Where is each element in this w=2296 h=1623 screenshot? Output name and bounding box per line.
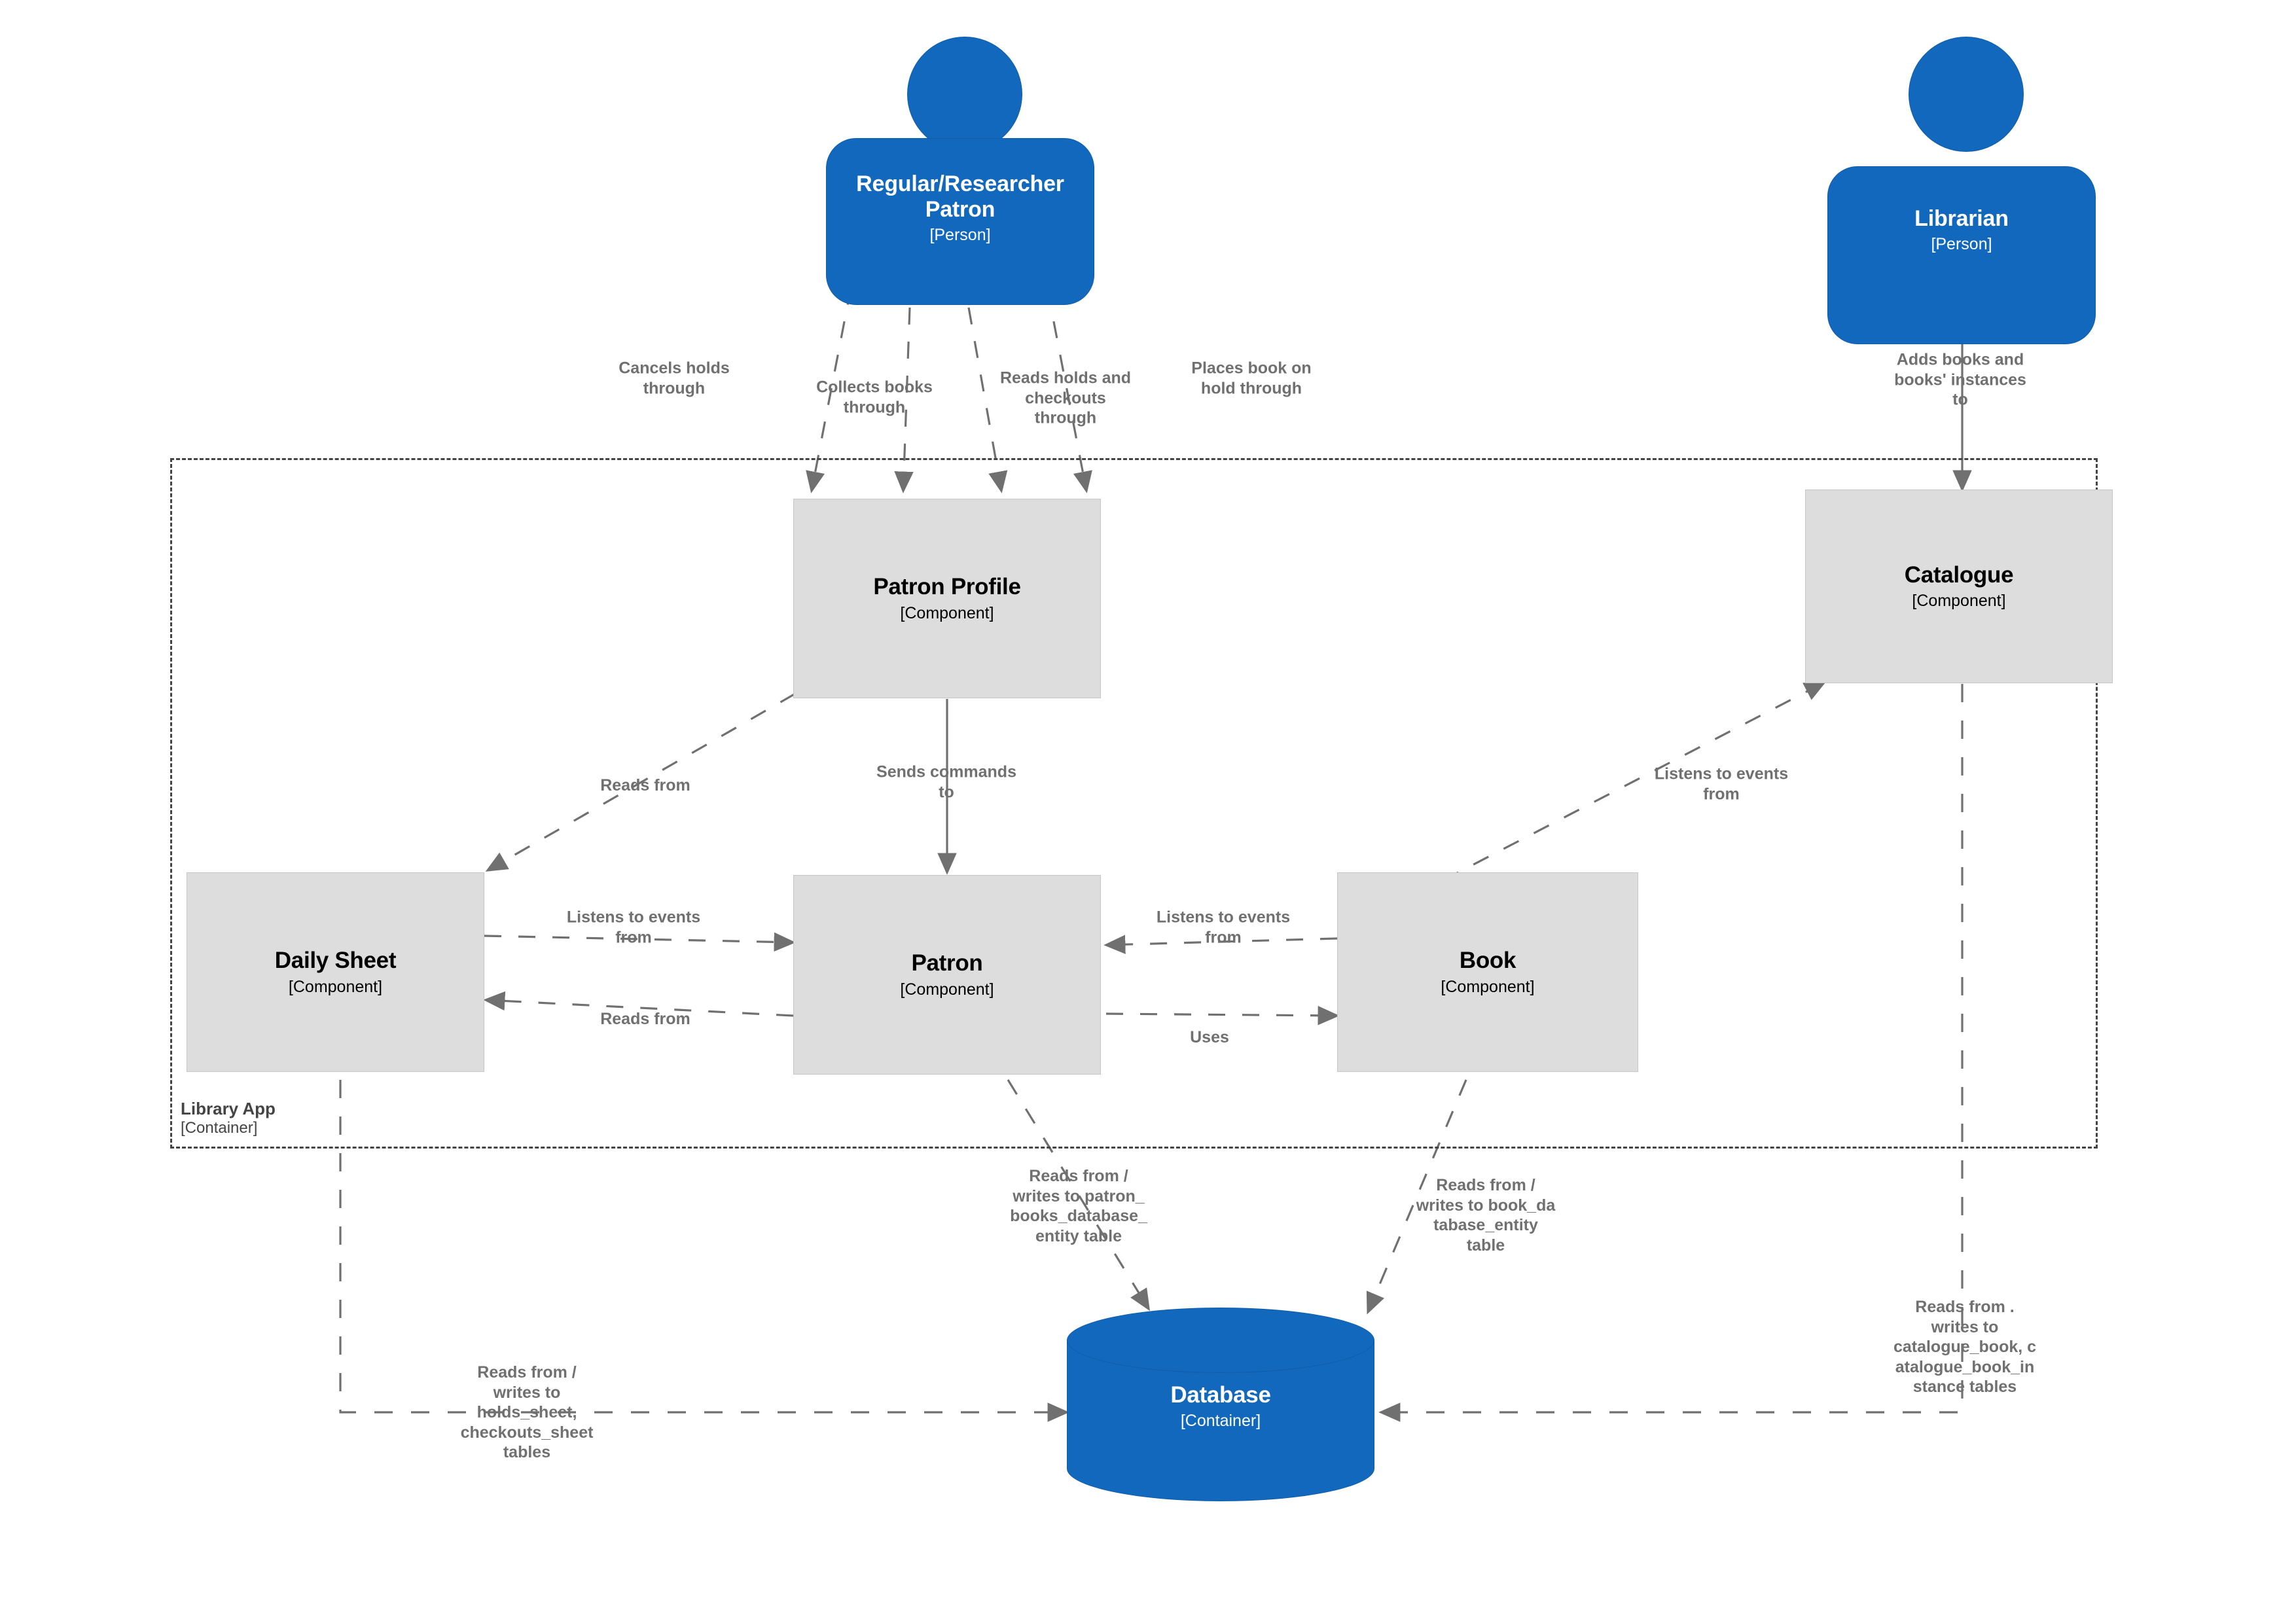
database-top-ellipse <box>1067 1308 1374 1373</box>
person-body: Regular/Researcher Patron [Person] <box>826 138 1094 305</box>
edge-label-reads-holds: Reads holds and checkouts through <box>999 368 1132 427</box>
library-app-boundary-label: Library App [Container] <box>181 1099 276 1137</box>
boundary-name: Library App <box>181 1099 276 1118</box>
component-daily-sheet[interactable]: Daily Sheet [Component] <box>187 872 484 1072</box>
person-head-icon <box>907 37 1022 152</box>
database-type: [Container] <box>1180 1412 1261 1431</box>
database-label: Database [Container] <box>1067 1382 1374 1431</box>
database-name: Database <box>1170 1382 1271 1408</box>
edge-label-book-db: Reads from / writes to book_da tabase_en… <box>1416 1176 1556 1255</box>
edge-label-sheet-listens-patron: Listens to events from <box>566 908 701 947</box>
component-type: [Component] <box>1912 592 2006 611</box>
component-type: [Component] <box>900 603 994 622</box>
edge-label-book-listens-patron: Listens to events from <box>1156 908 1291 947</box>
person-body: Librarian [Person] <box>1827 166 2096 344</box>
person-librarian[interactable]: Librarian [Person] <box>1827 37 2096 344</box>
edge-label-profile-reads-sheet: Reads from <box>600 776 691 794</box>
edge-label-profile-commands: Sends commands to <box>876 762 1016 802</box>
edge-label-patron-uses-book: Uses <box>1190 1027 1229 1046</box>
component-type: [Component] <box>288 977 383 996</box>
edge-label-catalogue-listens: Listens to events from <box>1654 764 1789 804</box>
container-database[interactable]: Database [Container] <box>1067 1308 1374 1501</box>
edge-label-sheet-db: Reads from / writes to holds_sheet, chec… <box>460 1363 594 1461</box>
edge-label-adds-books: Adds books and books' instances to <box>1894 350 2026 409</box>
component-name: Patron Profile <box>873 574 1021 600</box>
person-name: Librarian <box>1914 206 2009 231</box>
edge-label-patron-reads-sheet: Reads from <box>600 1009 691 1028</box>
component-name: Daily Sheet <box>274 948 397 974</box>
library-app-boundary <box>170 458 2098 1149</box>
edge-label-cancels-holds: Cancels holds through <box>619 359 730 398</box>
edge-label-places-book-hold: Places book on hold through <box>1191 359 1312 398</box>
person-head-icon <box>1909 37 2024 152</box>
component-book[interactable]: Book [Component] <box>1337 872 1638 1072</box>
component-name: Catalogue <box>1904 562 2014 588</box>
person-regular-researcher-patron[interactable]: Regular/Researcher Patron [Person] <box>826 37 1094 305</box>
person-name: Regular/Researcher Patron <box>856 171 1064 222</box>
person-type: [Person] <box>929 225 991 244</box>
component-type: [Component] <box>1441 977 1535 996</box>
component-patron[interactable]: Patron [Component] <box>793 875 1101 1075</box>
boundary-type: [Container] <box>181 1118 258 1137</box>
edge-label-patron-db: Reads from / writes to patron_ books_dat… <box>1010 1167 1147 1245</box>
component-catalogue[interactable]: Catalogue [Component] <box>1805 490 2113 683</box>
component-patron-profile[interactable]: Patron Profile [Component] <box>793 499 1101 698</box>
component-type: [Component] <box>900 980 994 999</box>
edge-label-collects-books: Collects books through <box>816 378 933 417</box>
person-type: [Person] <box>1931 234 1992 253</box>
edge-label-catalogue-db: Reads from . writes to catalogue_book, c… <box>1893 1297 2037 1396</box>
component-name: Patron <box>911 950 983 976</box>
component-name: Book <box>1459 948 1516 974</box>
